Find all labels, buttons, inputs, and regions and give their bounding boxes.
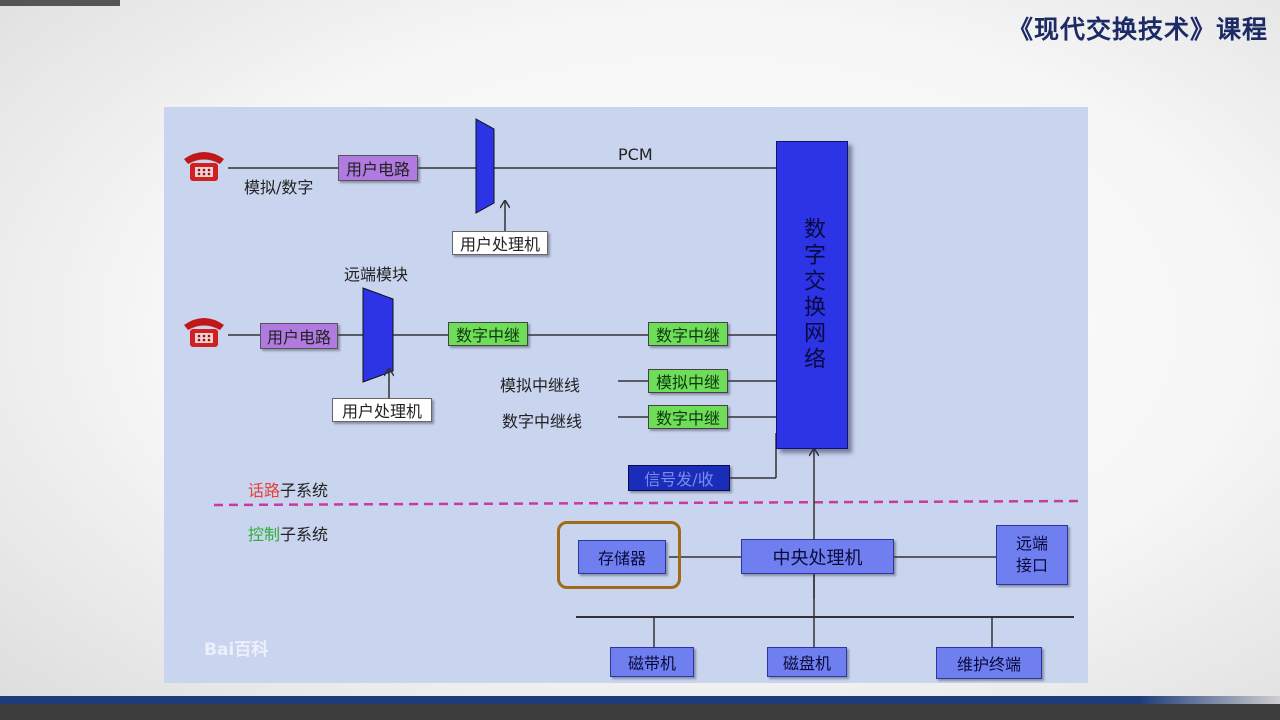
signal-tx-rx: 信号发/收 (628, 465, 730, 491)
telephone-icon (184, 318, 224, 347)
control-subsystem-label: 控制子系统 (248, 525, 329, 544)
bottom-bar (0, 696, 1280, 720)
subscriber-processor-mid: 用户处理机 (332, 398, 432, 422)
remote-interface-box: 远端 接口 (996, 525, 1068, 585)
subscriber-circuit-mid: 用户电路 (260, 323, 338, 349)
course-title: 《现代交换技术》课程 (1007, 15, 1268, 44)
digital-trunk-right: 数字中继 (648, 322, 728, 346)
analog-trunk: 模拟中继 (648, 369, 728, 393)
digital-trunk-bottom: 数字中继 (648, 405, 728, 429)
digital-trunk-line-label: 数字中继线 (502, 412, 583, 431)
mux-mid (362, 287, 394, 383)
exchange-structure-diagram: 模拟/数字 用户电路 用户处理机 PCM 数字交换网络 远端模块 用户电路 用户… (164, 107, 1088, 683)
telephone-icon (184, 152, 224, 181)
memory-box: 存储器 (578, 540, 666, 574)
subsystem-divider (213, 499, 1085, 507)
digital-switching-network: 数字交换网络 (776, 141, 848, 449)
subscriber-processor-top: 用户处理机 (452, 231, 548, 255)
remote-module-label: 远端模块 (344, 265, 409, 284)
mux-top (475, 118, 495, 214)
analog-trunk-line-label: 模拟中继线 (500, 376, 581, 395)
maintenance-terminal-box: 维护终端 (936, 647, 1042, 679)
speech-subsystem-label: 话路子系统 (248, 481, 329, 500)
pcm-label: PCM (618, 145, 653, 164)
memory-highlight-frame (557, 521, 681, 589)
tape-drive-box: 磁带机 (610, 647, 694, 677)
watermark-logo: Bai百科 (204, 640, 269, 660)
analog-digital-label: 模拟/数字 (244, 178, 314, 197)
disk-drive-box: 磁盘机 (767, 647, 847, 677)
digital-trunk-left: 数字中继 (448, 322, 528, 346)
subscriber-circuit-top: 用户电路 (338, 155, 418, 181)
central-processor-box: 中央处理机 (741, 539, 894, 574)
connector-lines (213, 118, 1085, 647)
top-accent-bar (0, 0, 120, 6)
